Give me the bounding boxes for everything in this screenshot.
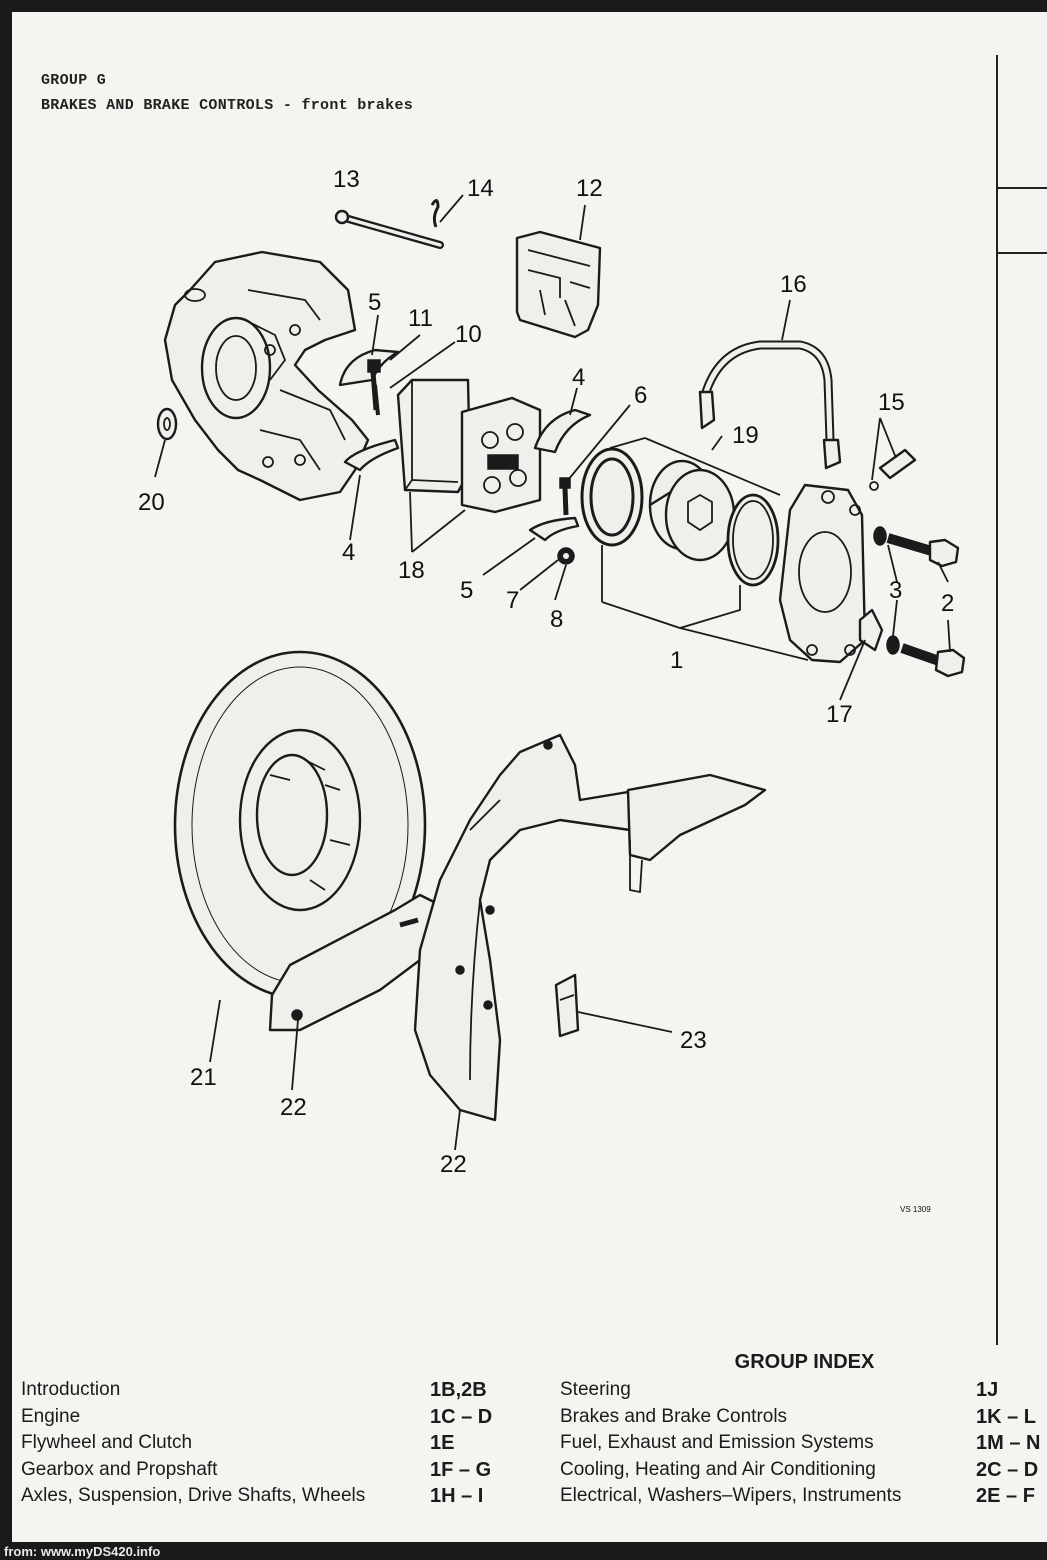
index-entry-name: Steering	[560, 1379, 631, 1400]
callout-5b: 5	[460, 577, 473, 604]
group-index-right-column: Steering 1J Brakes and Brake Controls 1K –…	[560, 1379, 1047, 1512]
index-entry-code: 1K – L	[976, 1405, 1037, 1428]
index-entry-code: 1H – I	[430, 1485, 484, 1507]
part-piston-seal	[726, 493, 780, 587]
source-footer: from: www.myDS420.info	[4, 1544, 161, 1559]
callout-4a: 4	[572, 364, 585, 391]
part-2-bolts	[886, 533, 966, 678]
part-11-spring-plate	[515, 230, 602, 339]
callout-16: 17	[826, 701, 853, 728]
index-entry-code: 1J	[976, 1379, 999, 1401]
page-edge-rule	[996, 55, 998, 1345]
callout-3: 3	[889, 577, 902, 604]
part-22-bracket	[268, 893, 442, 1032]
index-entry-name: Brakes and Brake Controls	[560, 1405, 788, 1427]
index-entry-code: 1F – G	[430, 1458, 492, 1481]
callout-7: 7	[506, 587, 519, 614]
callout-5a: 5	[368, 289, 381, 316]
index-entry-name: Introduction	[21, 1379, 121, 1400]
index-entry-name: Gearbox and Propshaft	[21, 1458, 218, 1480]
callout-13: 14	[467, 175, 494, 202]
callout-19: 20	[138, 489, 165, 516]
page-edge-tick	[998, 187, 1047, 189]
callout-22: 22	[280, 1094, 307, 1121]
index-entry-code: 1M – N	[976, 1432, 1041, 1454]
index-entry[interactable]: Electrical, Washers–Wipers, Instruments 2…	[560, 1485, 1047, 1512]
index-entry-name: Cooling, Heating and Air Conditioning	[560, 1458, 876, 1480]
group-label: GROUP G	[41, 72, 107, 89]
index-entry-name: Engine	[21, 1405, 81, 1427]
part-7-8-nut	[557, 547, 575, 565]
part-4-shim-lower	[343, 438, 400, 472]
part-4-shim-right	[533, 408, 592, 454]
callout-14: 15	[878, 389, 905, 416]
part-dust-seal	[580, 447, 644, 547]
index-entry-code: 1E	[430, 1432, 455, 1454]
callout-12: 13	[333, 166, 360, 193]
index-entry-name: Flywheel and Clutch	[21, 1432, 193, 1453]
callout-labels: 13 14 12 16 5 11 10 4 6 15 19 20 4 18 5 …	[138, 166, 954, 1214]
index-entry[interactable]: Brakes and Brake Controls 1K – L	[560, 1406, 1047, 1433]
callout-9: 10	[455, 321, 482, 348]
callout-6: 6	[634, 382, 647, 409]
callout-18: 19	[732, 422, 759, 449]
index-entry-code: 2E – F	[976, 1485, 1035, 1507]
index-entry-name: Electrical, Washers–Wipers, Instruments	[560, 1485, 902, 1506]
part-9-bolt	[373, 384, 380, 416]
callout-10: 11	[408, 305, 433, 332]
page-edge-tick	[998, 252, 1047, 254]
part-17-brake-pads	[396, 378, 542, 514]
caliper-body	[163, 250, 370, 502]
part-13-clip	[430, 199, 440, 228]
index-entry[interactable]: Cooling, Heating and Air Conditioning 2C …	[560, 1459, 1047, 1486]
part-5-shim-lower	[528, 516, 580, 542]
part-21-dust-shield	[413, 733, 767, 1122]
part-piston	[648, 459, 736, 562]
index-entry[interactable]: Introduction 1B,2B	[21, 1379, 521, 1406]
callout-15: 16	[780, 271, 807, 298]
callout-23: 23	[680, 1027, 707, 1054]
index-entry[interactable]: Flywheel and Clutch 1E	[21, 1432, 521, 1459]
part-23-clip	[554, 973, 580, 1038]
index-entry[interactable]: Steering 1J	[560, 1379, 1047, 1406]
part-14-bleed-screw	[869, 448, 917, 491]
callout-21: 22	[440, 1151, 467, 1178]
drawing-reference: VS 1309	[900, 1205, 931, 1214]
index-entry[interactable]: Engine 1C – D	[21, 1406, 521, 1433]
callout-2: 2	[941, 590, 954, 617]
caliper-half-right	[778, 483, 867, 664]
callout-4b: 4	[342, 539, 355, 566]
callout-20: 21	[190, 1064, 217, 1091]
callout-17: 18	[398, 557, 425, 584]
part-12-pin	[334, 209, 444, 249]
index-entry[interactable]: Fuel, Exhaust and Emission Systems 1M – N	[560, 1432, 1047, 1459]
callout-11: 12	[576, 175, 603, 202]
part-16-plate	[858, 608, 884, 652]
callout-1: 1	[670, 647, 683, 674]
group-index-title: GROUP INDEX	[734, 1351, 875, 1373]
index-entry-code: 2C – D	[976, 1458, 1039, 1481]
part-3-washers	[873, 526, 900, 655]
callout-8: 8	[550, 606, 563, 633]
index-entry-code: 1B,2B	[430, 1379, 487, 1401]
group-index-panel: GROUP INDEX Introduction 1B,2B Engine 1C –…	[12, 1347, 1047, 1542]
part-19-washer	[156, 407, 178, 441]
index-entry[interactable]: Gearbox and Propshaft 1F – G	[21, 1459, 521, 1486]
group-index-left-column: Introduction 1B,2B Engine 1C – D Flywheel …	[21, 1379, 521, 1512]
page-title: BRAKES AND BRAKE CONTROLS - front brakes	[41, 97, 414, 114]
part-15-brake-pipe	[698, 340, 842, 470]
index-entry-name: Axles, Suspension, Drive Shafts, Wheels	[21, 1485, 366, 1506]
part-20-brake-disc	[173, 650, 427, 1000]
index-entry[interactable]: Axles, Suspension, Drive Shafts, Wheels 1…	[21, 1485, 521, 1512]
exploded-brake-diagram: 13 14 12 16 5 11 10 4 6 15 19 20 4 18 5 …	[138, 166, 966, 1214]
leader-lines	[154, 194, 951, 1151]
part-6-bolt	[559, 477, 571, 516]
index-entry-code: 1C – D	[430, 1405, 493, 1428]
index-entry-name: Fuel, Exhaust and Emission Systems	[560, 1432, 874, 1453]
